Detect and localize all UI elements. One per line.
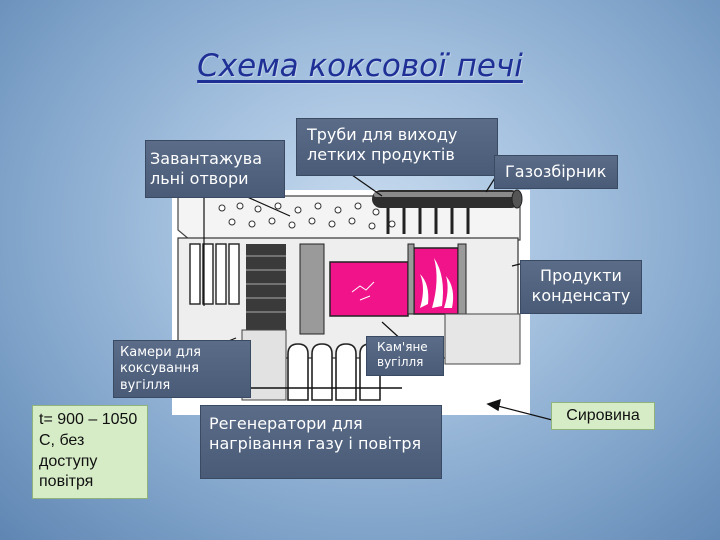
coal-cracks [351, 281, 375, 301]
side-stripes [246, 255, 286, 313]
label-regenerators: Регенератори для нагрівання газу і повіт… [200, 405, 442, 479]
chamber-walls [299, 243, 467, 335]
label-temperature: t= 900 – 1050 С, без доступу повітря [32, 405, 148, 499]
gas-collector-pipe [372, 189, 523, 209]
lower-right-block [444, 313, 521, 365]
loading-holes-icon [218, 202, 396, 230]
coking-chamber-1 [329, 261, 409, 317]
label-coal: Кам'яне вугілля [366, 336, 444, 376]
side-section [246, 244, 286, 334]
label-gas-collector: Газозбірник [494, 155, 618, 189]
label-pipes: Труби для виходу летких продуктів [296, 118, 498, 176]
label-chambers: Камери для коксування вугілля [113, 340, 251, 398]
label-loading-holes: Завантажува льні отвори [145, 140, 285, 198]
label-raw-material: Сировина [551, 402, 655, 430]
flame-icon [420, 258, 454, 308]
page-title: Схема коксової печі [197, 48, 523, 84]
label-condensate: Продукти конденсату [520, 260, 642, 314]
vertical-pipes [386, 208, 470, 234]
oven-doors [189, 243, 240, 305]
